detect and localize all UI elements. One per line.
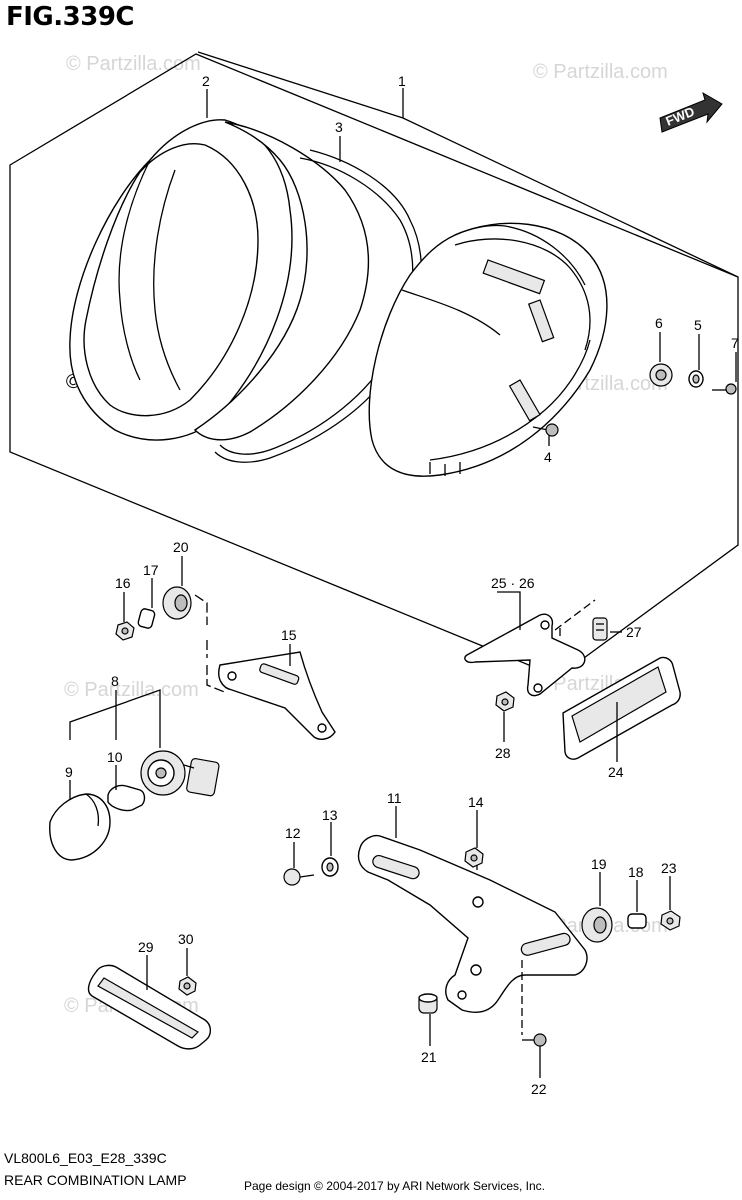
part-10-bulb bbox=[107, 784, 146, 812]
part-30-nut bbox=[178, 976, 197, 996]
callout-22: 22 bbox=[531, 1081, 547, 1097]
callout-2: 2 bbox=[202, 73, 210, 89]
part-17-collar bbox=[137, 608, 156, 629]
fwd-arrow: FWD bbox=[659, 91, 723, 133]
part-29-reflector bbox=[87, 964, 212, 1050]
model-code: VL800L6_E03_E28_339C bbox=[4, 1150, 167, 1166]
part-28-nut bbox=[495, 691, 515, 712]
leader-lines bbox=[69, 51, 739, 1078]
callout-6: 6 bbox=[655, 315, 663, 331]
callout-16: 16 bbox=[115, 575, 131, 591]
part-23-nut bbox=[660, 910, 681, 931]
part-lamp-housing bbox=[368, 222, 608, 477]
callout-18: 18 bbox=[628, 864, 644, 880]
callout-17: 17 bbox=[143, 562, 159, 578]
part-5-washer bbox=[688, 370, 704, 388]
callout-28: 28 bbox=[495, 745, 511, 761]
part-13-washer bbox=[321, 857, 339, 877]
callout-12: 12 bbox=[285, 825, 301, 841]
part-12-bolt bbox=[283, 868, 315, 886]
watermark-text: © Partzilla.com bbox=[66, 53, 201, 75]
part-8-socket bbox=[140, 750, 220, 797]
callout-1: 1 bbox=[398, 73, 406, 89]
page-credit: Page design © 2004-2017 by ARI Network S… bbox=[244, 1179, 546, 1193]
part-7-screw bbox=[712, 383, 737, 395]
callout-11: 11 bbox=[387, 790, 402, 806]
part-24-reflector bbox=[562, 656, 681, 760]
callout-19: 19 bbox=[591, 856, 607, 872]
callout-25-26: 25 · 26 bbox=[491, 575, 535, 591]
callout-7: 7 bbox=[731, 335, 739, 351]
callout-15: 15 bbox=[281, 627, 297, 643]
part-11-bracket bbox=[357, 834, 588, 1035]
callout-5: 5 bbox=[694, 317, 702, 333]
part-18-collar bbox=[627, 913, 647, 929]
part-27-screw bbox=[592, 617, 608, 641]
part-6-grommet bbox=[649, 363, 673, 387]
watermark-text: © Partzilla.com bbox=[533, 61, 668, 83]
callout-3: 3 bbox=[335, 119, 343, 135]
callout-27: 27 bbox=[626, 624, 642, 640]
callout-4: 4 bbox=[544, 449, 552, 465]
assembly-outline bbox=[9, 53, 739, 678]
callout-9: 9 bbox=[65, 764, 73, 780]
part-15-bracket bbox=[194, 594, 336, 740]
callout-30: 30 bbox=[178, 931, 194, 947]
callouts: 1 2 3 4 5 6 7 8 9 10 11 12 13 14 15 16 1… bbox=[65, 73, 739, 1097]
callout-24: 24 bbox=[608, 764, 624, 780]
callout-8: 8 bbox=[111, 673, 119, 689]
part-25-26-bracket bbox=[464, 599, 596, 697]
callout-23: 23 bbox=[661, 860, 677, 876]
watermark-text: © Partzilla.com bbox=[64, 679, 199, 701]
part-19-grommet bbox=[581, 907, 613, 943]
callout-13: 13 bbox=[322, 807, 338, 823]
part-4-screw bbox=[532, 423, 559, 437]
part-22-bolt bbox=[522, 1033, 547, 1047]
part-20-grommet bbox=[162, 586, 192, 620]
part-14-nut bbox=[464, 847, 484, 868]
callout-29: 29 bbox=[138, 939, 154, 955]
part-16-nut bbox=[115, 621, 135, 641]
diagram-caption: REAR COMBINATION LAMP bbox=[4, 1172, 187, 1188]
callout-20: 20 bbox=[173, 539, 189, 555]
callout-21: 21 bbox=[421, 1049, 437, 1065]
callout-10: 10 bbox=[107, 749, 123, 765]
part-9-lens bbox=[49, 793, 111, 861]
figure-title: FIG.339C bbox=[6, 2, 135, 32]
part-21-collar bbox=[418, 993, 438, 1014]
callout-14: 14 bbox=[468, 794, 484, 810]
part-lens-rim bbox=[69, 119, 293, 441]
